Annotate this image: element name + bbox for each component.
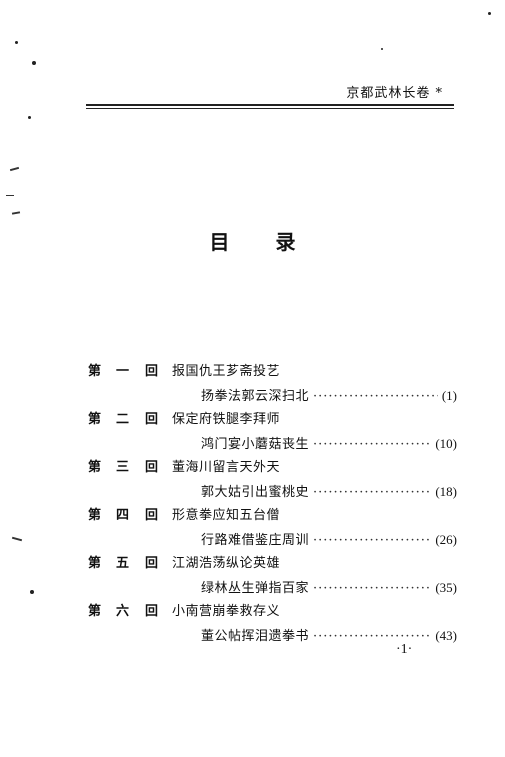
chapter-suffix: 回 xyxy=(145,604,159,619)
dot-leader: ·························· xyxy=(313,581,432,596)
dot-leader: ·························· xyxy=(313,533,432,548)
toc-entry: 第 三 回 董海川留言天外天 郭大姑引出蜜桃史 ················… xyxy=(88,457,458,505)
scan-speck xyxy=(32,61,36,65)
scan-speck xyxy=(488,12,491,15)
chapter-title-1: 报国仇王芗斋投艺 xyxy=(172,364,281,379)
title-char-1: 目 xyxy=(209,230,230,254)
scan-speck xyxy=(30,590,34,594)
chapter-title-1: 小南营崩拳救存义 xyxy=(172,604,281,619)
chapter-prefix: 第 xyxy=(88,508,102,523)
chapter-sub-line: 郭大姑引出蜜桃史 ·························· (18) xyxy=(201,481,457,503)
chapter-prefix: 第 xyxy=(88,460,102,475)
chapter-prefix: 第 xyxy=(88,556,102,571)
chapter-title-1: 形意拳应知五台僧 xyxy=(172,508,281,523)
scan-speck xyxy=(15,41,18,44)
chapter-suffix: 回 xyxy=(145,364,159,379)
title-char-2: 录 xyxy=(275,230,296,254)
chapter-sub-line: 鸿门宴小蘑菇丧生 ·························· (10) xyxy=(201,433,457,455)
chapter-title-2: 郭大姑引出蜜桃史 xyxy=(201,485,310,500)
chapter-page: (18) xyxy=(435,484,457,499)
dot-leader: ·························· xyxy=(313,485,432,500)
chapter-suffix: 回 xyxy=(145,460,159,475)
header-rule-thin xyxy=(86,108,454,109)
chapter-prefix: 第 xyxy=(88,604,102,619)
chapter-page: (26) xyxy=(435,532,457,547)
scan-mark xyxy=(11,211,21,215)
chapter-number: 四 xyxy=(116,508,130,523)
chapter-suffix: 回 xyxy=(145,412,159,427)
dot-leader: ·························· xyxy=(313,629,432,644)
dot-leader: ·························· xyxy=(313,389,438,404)
chapter-title-2: 鸿门宴小蘑菇丧生 xyxy=(201,437,310,452)
chapter-title-1: 江湖浩荡纵论英雄 xyxy=(172,556,281,571)
toc-entry: 第 六 回 小南营崩拳救存义 董公帖挥泪遗拳书 ················… xyxy=(88,601,458,649)
toc-entry: 第 五 回 江湖浩荡纵论英雄 绿林丛生弹指百家 ················… xyxy=(88,553,458,601)
chapter-title-1: 保定府铁腿李拜师 xyxy=(172,412,281,427)
chapter-page: (35) xyxy=(435,580,457,595)
chapter-number: 五 xyxy=(116,556,130,571)
page-number: ·1· xyxy=(396,642,413,657)
header-rule-thick xyxy=(86,104,454,106)
chapter-prefix: 第 xyxy=(88,364,102,379)
table-of-contents: 第 一 回 报国仇王芗斋投艺 扬拳法郭云深扫北 ················… xyxy=(88,361,458,649)
chapter-page: (1) xyxy=(441,388,457,403)
toc-entry: 第 二 回 保定府铁腿李拜师 鸿门宴小蘑菇丧生 ················… xyxy=(88,409,458,457)
chapter-suffix: 回 xyxy=(145,508,159,523)
page-title: 目录 xyxy=(0,226,505,255)
dot-leader: ·························· xyxy=(313,437,432,452)
chapter-number: 一 xyxy=(116,364,130,379)
chapter-title-1: 董海川留言天外天 xyxy=(172,460,281,475)
scan-mark xyxy=(9,166,20,172)
header-asterisk: * xyxy=(435,86,443,101)
chapter-sub-line: 扬拳法郭云深扫北 ·························· (1) xyxy=(201,385,457,407)
chapter-sub-line: 行路难借鉴庄周训 ·························· (26) xyxy=(201,529,457,551)
chapter-number: 三 xyxy=(116,460,130,475)
chapter-sub-line: 绿林丛生弹指百家 ·························· (35) xyxy=(201,577,457,599)
chapter-number: 六 xyxy=(116,604,130,619)
toc-entry: 第 一 回 报国仇王芗斋投艺 扬拳法郭云深扫北 ················… xyxy=(88,361,458,409)
scan-mark xyxy=(6,195,14,196)
chapter-title-2: 绿林丛生弹指百家 xyxy=(201,581,310,596)
chapter-title-2: 董公帖挥泪遗拳书 xyxy=(201,629,310,644)
chapter-suffix: 回 xyxy=(145,556,159,571)
chapter-number: 二 xyxy=(116,412,130,427)
chapter-title-2: 扬拳法郭云深扫北 xyxy=(201,389,310,404)
scan-speck xyxy=(381,48,383,50)
book-title: 京都武林长卷 xyxy=(346,86,431,101)
chapter-sub-line: 董公帖挥泪遗拳书 ·························· (43) xyxy=(201,625,457,647)
toc-entry: 第 四 回 形意拳应知五台僧 行路难借鉴庄周训 ················… xyxy=(88,505,458,553)
scan-speck xyxy=(28,116,31,119)
chapter-page: (43) xyxy=(435,628,457,643)
running-header: 京都武林长卷 * xyxy=(346,82,443,101)
chapter-page: (10) xyxy=(435,436,457,451)
scan-mark xyxy=(11,536,23,542)
chapter-prefix: 第 xyxy=(88,412,102,427)
chapter-title-2: 行路难借鉴庄周训 xyxy=(201,533,310,548)
